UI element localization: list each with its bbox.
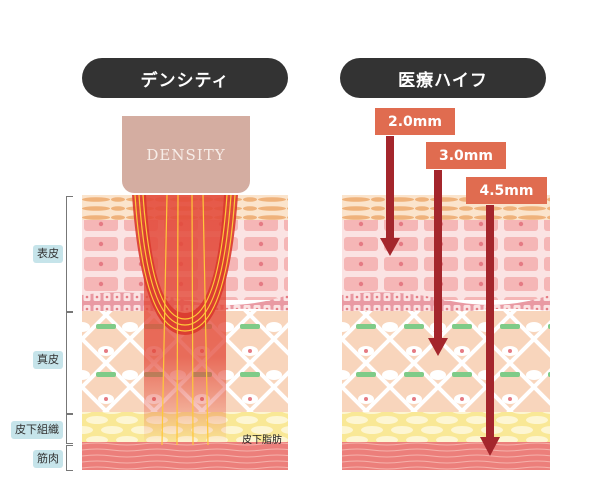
depth-tag-3mm: 3.0mm <box>426 142 506 169</box>
subcutaneous-bracket <box>66 414 73 444</box>
depth-tag-2mm-label: 2.0mm <box>388 113 442 130</box>
layer-label-dermis: 真皮 <box>33 351 63 369</box>
depth-tag-4-5mm: 4.5mm <box>466 177 547 204</box>
subcutaneous-fat-label: 皮下脂肪 <box>242 435 282 446</box>
depth-tag-3mm-label: 3.0mm <box>439 147 493 164</box>
depth-tag-2mm: 2.0mm <box>375 108 455 135</box>
hifu-title-pill: 医療ハイフ <box>340 58 546 98</box>
layer-label-muscle: 筋肉 <box>33 450 63 468</box>
hifu-skin-diagram <box>342 195 550 470</box>
skin-layers-illustration <box>82 195 288 470</box>
density-title-pill: デンシティ <box>82 58 288 98</box>
dermis-bracket <box>66 312 73 414</box>
density-title: デンシティ <box>140 70 230 91</box>
density-probe-label: DENSITY <box>146 145 226 164</box>
epidermis-bracket <box>66 196 73 312</box>
layer-label-epidermis: 表皮 <box>33 245 63 263</box>
muscle-bracket <box>66 445 73 471</box>
density-probe: DENSITY <box>122 116 250 193</box>
hifu-title: 医療ハイフ <box>398 70 488 91</box>
density-skin-diagram: 皮下脂肪 <box>82 195 288 470</box>
layer-label-subcutaneous: 皮下組織 <box>11 421 63 439</box>
skin-layers-illustration <box>342 195 550 470</box>
depth-tag-4-5mm-label: 4.5mm <box>479 182 534 199</box>
energy-lines <box>134 195 236 446</box>
